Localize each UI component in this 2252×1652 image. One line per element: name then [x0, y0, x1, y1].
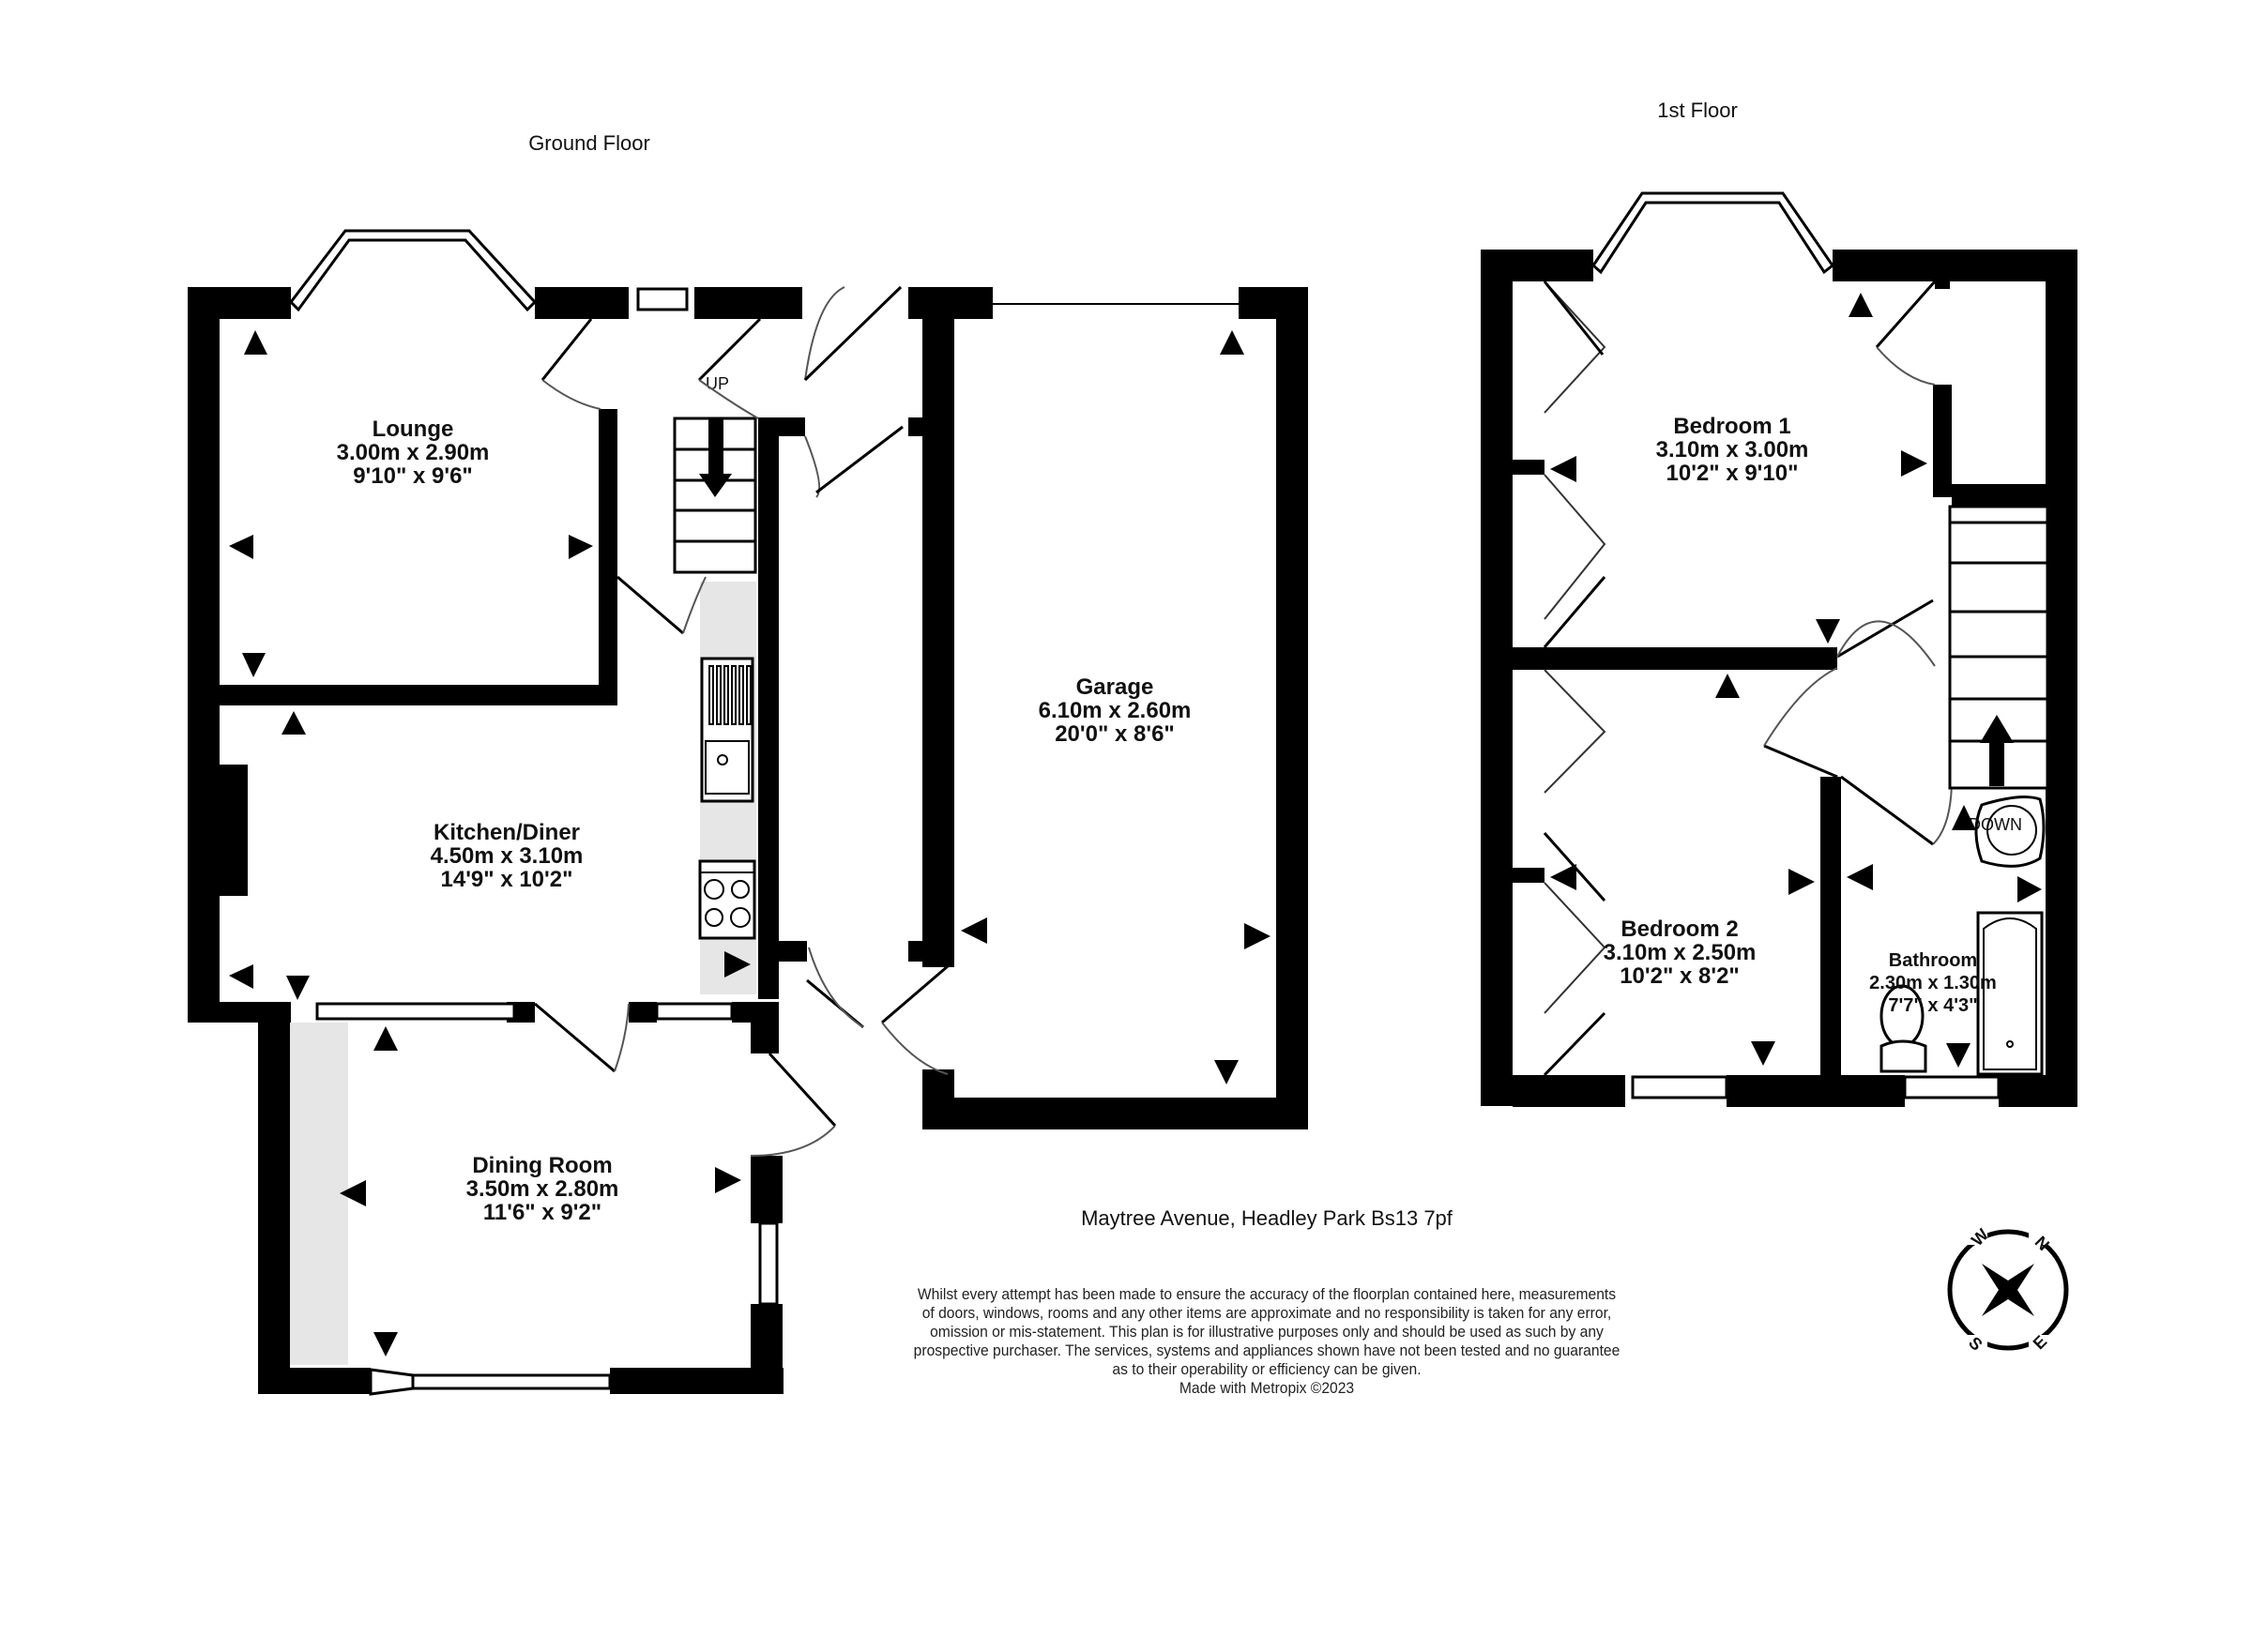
toilet-icon: [1879, 984, 1927, 1073]
stairs-up-arrow-icon: [1980, 715, 2014, 743]
ground-floor-stairs[interactable]: UP: [673, 374, 757, 574]
svg-text:20'0" x 8'6": 20'0" x 8'6": [1055, 721, 1175, 747]
disclaimer-line: Whilst every attempt has been made to en…: [917, 1285, 1617, 1303]
svg-text:9'10" x 9'6": 9'10" x 9'6": [353, 463, 473, 489]
dining-built-in: [290, 1023, 348, 1365]
svg-text:Bedroom 1: Bedroom 1: [1673, 414, 1790, 439]
svg-text:7'7" x 4'3": 7'7" x 4'3": [1888, 995, 1977, 1016]
bath-icon: [1976, 911, 2044, 1076]
room-label-dining-room: Dining Room 3.50m x 2.80m 11'6" x 9'2": [466, 1153, 619, 1225]
stairs-down-arrow-icon: [699, 474, 732, 497]
svg-text:3.50m x 2.80m: 3.50m x 2.80m: [466, 1176, 619, 1202]
svg-text:Kitchen/Diner: Kitchen/Diner: [434, 820, 580, 845]
disclaimer-line: omission or mis-statement. This plan is …: [930, 1323, 1604, 1341]
room-label-bedroom-1: Bedroom 1 3.10m x 3.00m 10'2" x 9'10": [1656, 414, 1809, 486]
first-floor-walls: [1481, 250, 2077, 1107]
stairs-up-label: UP: [706, 374, 729, 393]
metropix-credit: Made with Metropix ©2023: [1179, 1379, 1355, 1397]
svg-text:Bedroom 2: Bedroom 2: [1621, 917, 1738, 942]
stairs-down-label: DOWN: [1969, 815, 2022, 834]
disclaimer-line: prospective purchaser. The services, sys…: [913, 1341, 1621, 1359]
wardrobe-doors[interactable]: [1543, 280, 1606, 1077]
disclaimer-line: as to their operability or efficiency ca…: [1112, 1360, 1422, 1378]
first-floor-stairs[interactable]: [1948, 505, 2049, 790]
dining-windows: [315, 1002, 779, 1396]
disclaimer-block: Whilst every attempt has been made to en…: [870, 1285, 1664, 1398]
measurement-arrows: [229, 293, 2042, 1356]
svg-text:Garage: Garage: [1076, 674, 1154, 700]
bedroom1-bay-window: [1591, 191, 2001, 1099]
room-label-kitchen-diner: Kitchen/Diner 4.50m x 3.10m 14'9" x 10'2…: [431, 820, 584, 892]
lounge-bay-window: [289, 229, 689, 312]
hob-icon: [698, 859, 756, 940]
svg-text:Bathroom: Bathroom: [1889, 950, 1977, 971]
garage-side-door[interactable]: [881, 964, 949, 1075]
first-floor-title: 1st Floor: [1657, 99, 1738, 122]
ground-floor-title: Ground Floor: [528, 131, 650, 155]
first-floor-doors[interactable]: [1763, 280, 1953, 846]
svg-text:3.00m x 2.90m: 3.00m x 2.90m: [337, 440, 490, 465]
property-address: Maytree Avenue, Headley Park Bs13 7pf: [1081, 1206, 1453, 1230]
svg-text:10'2" x 9'10": 10'2" x 9'10": [1666, 461, 1799, 486]
disclaimer-line: of doors, windows, rooms and any other i…: [921, 1304, 1612, 1322]
svg-text:Dining Room: Dining Room: [472, 1153, 612, 1178]
room-label-bathroom: Bathroom 2.30m x 1.30m 7'7" x 4'3": [1869, 950, 1997, 1016]
svg-text:11'6" x 9'2": 11'6" x 9'2": [483, 1200, 601, 1225]
basin-icon: DOWN: [1969, 796, 2046, 868]
svg-text:Lounge: Lounge: [373, 417, 454, 442]
svg-text:3.10m x 3.00m: 3.10m x 3.00m: [1656, 437, 1809, 462]
svg-text:6.10m x 2.60m: 6.10m x 2.60m: [1039, 698, 1192, 723]
ground-floor-doors[interactable]: [534, 285, 904, 1157]
room-label-lounge: Lounge 3.00m x 2.90m 9'10" x 9'6": [337, 417, 490, 489]
svg-text:4.50m x 3.10m: 4.50m x 3.10m: [431, 843, 584, 869]
sink-icon: [700, 657, 754, 803]
compass-rose-icon: W N S E: [1947, 1225, 2069, 1355]
svg-text:3.10m x 2.50m: 3.10m x 2.50m: [1604, 940, 1757, 965]
svg-text:14'9" x 10'2": 14'9" x 10'2": [441, 867, 573, 892]
svg-text:10'2" x 8'2": 10'2" x 8'2": [1620, 963, 1740, 989]
room-label-bedroom-2: Bedroom 2 3.10m x 2.50m 10'2" x 8'2": [1604, 917, 1757, 989]
svg-text:2.30m x 1.30m: 2.30m x 1.30m: [1869, 973, 1997, 993]
ground-floor-walls: [188, 287, 807, 1394]
room-label-garage: Garage 6.10m x 2.60m 20'0" x 8'6": [1039, 674, 1192, 747]
garage-walls: [908, 287, 1308, 1129]
